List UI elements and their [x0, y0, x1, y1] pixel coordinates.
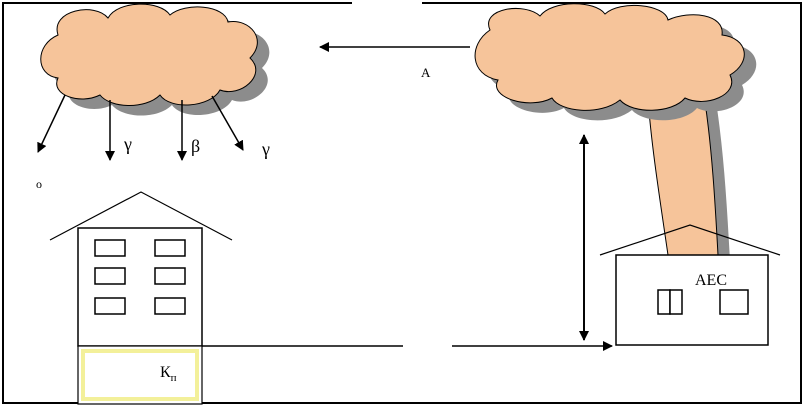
shelter-letter: К: [160, 364, 171, 381]
house-window: [154, 297, 186, 315]
frame-gap: [352, 0, 422, 6]
house-window: [94, 267, 126, 285]
cloud-right-body: [474, 3, 745, 111]
shelter-subscript: п: [171, 372, 177, 384]
house-window: [94, 297, 126, 315]
plant-label: АЕС: [695, 272, 727, 289]
radiation-arrow-gamma-2: [211, 95, 244, 151]
radiation-arrow-1: [37, 94, 66, 153]
residential-building: [49, 191, 233, 347]
plant-door-left: [657, 289, 671, 315]
cut-off-label-left: ο: [36, 177, 42, 191]
shelter-inner: [81, 349, 199, 401]
radioactive-cloud-left: [40, 3, 270, 116]
cut-off-label-right: А: [421, 65, 431, 80]
plume: [647, 96, 730, 261]
gamma-label-right: γ: [261, 139, 270, 159]
house-roof: [49, 191, 233, 241]
plant-door-right: [669, 289, 683, 315]
gamma-label-left: γ: [123, 134, 132, 154]
shelter: Кп: [77, 345, 203, 405]
house-window: [154, 239, 186, 257]
plant-roof: [599, 224, 781, 256]
radioactive-cloud-right: [474, 3, 757, 121]
power-plant-building: АЕС: [599, 224, 781, 346]
cloud-left-body: [40, 3, 258, 106]
house-window: [154, 267, 186, 285]
plant-window: [719, 289, 749, 315]
house-window: [94, 239, 126, 257]
shelter-label: Кп: [160, 364, 177, 384]
beta-label: β: [191, 136, 200, 156]
